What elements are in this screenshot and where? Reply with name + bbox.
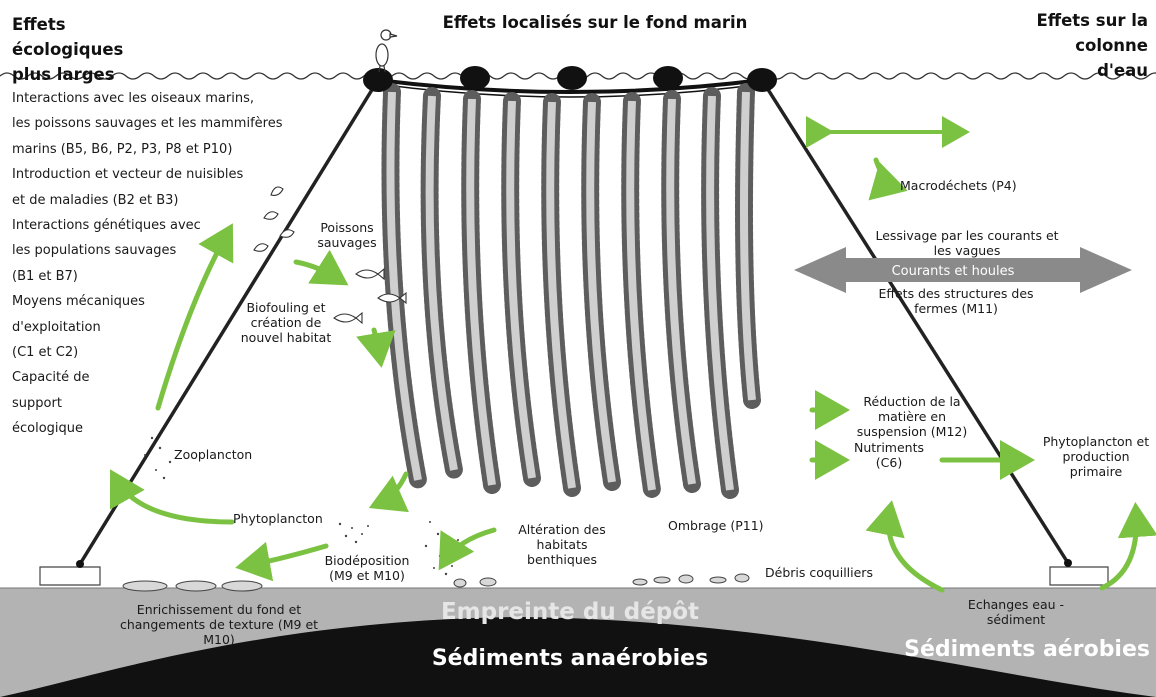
buoy <box>557 66 587 90</box>
arrow-alteration-down <box>444 530 494 562</box>
label-poissons-sauvages: Poissons sauvages <box>312 220 382 250</box>
label-ombrage: Ombrage (P11) <box>668 518 764 533</box>
left-effect-line: les poissons sauvages et les mammifères <box>12 111 283 136</box>
left-effect-line: support <box>12 391 283 416</box>
header-left: Effets écologiques plus larges <box>12 12 152 87</box>
arrow-biofouling-down <box>374 330 380 358</box>
left-effect-line: (B1 et B7) <box>12 264 283 289</box>
header-center: Effets localisés sur le fond marin <box>430 10 760 35</box>
seabird-drawing <box>376 30 397 72</box>
arrow-from-biodeposition <box>245 546 326 566</box>
label-courants: Courants et houles <box>868 264 1038 279</box>
label-enrichissement: Enrichissement du fond et changements de… <box>118 602 320 647</box>
buoy <box>363 68 393 92</box>
anchor-rope-right <box>762 80 1068 563</box>
label-phytoplancton-right: Phytoplancton et production primaire <box>1036 434 1156 479</box>
buoy <box>747 68 777 92</box>
arrow-phyto-to-zoo <box>115 478 232 522</box>
label-sediments-anaerobies: Sédiments anaérobies <box>390 645 750 673</box>
label-nutriments: Nutriments (C6) <box>852 440 926 470</box>
label-effets-structures: Effets des structures des fermes (M11) <box>872 286 1040 316</box>
label-lessivage: Lessivage par les courants et les vagues <box>868 228 1066 258</box>
anchor-left <box>40 567 100 585</box>
label-empreinte: Empreinte du dépôt <box>420 598 720 626</box>
left-effect-line: marins (B5, B6, P2, P3, P8 et P10) <box>12 137 283 162</box>
left-effect-line: Introduction et vecteur de nuisibles <box>12 162 283 187</box>
arrow-to-biodeposition <box>378 474 406 504</box>
buoy <box>653 66 683 90</box>
anchor-right <box>1050 567 1108 585</box>
label-macrodechets: Macrodéchets (P4) <box>900 178 1017 193</box>
label-sediments-aerobies: Sédiments aérobies <box>896 636 1150 664</box>
arrow-echanges-up <box>889 510 942 590</box>
label-zooplancton: Zooplancton <box>174 447 252 462</box>
header-right: Effets sur la colonne d'eau <box>1030 8 1148 83</box>
buoy <box>460 66 490 90</box>
left-effect-line: écologique <box>12 416 283 441</box>
left-effect-line: Interactions avec les oiseaux marins, <box>12 86 283 111</box>
left-effects-list: Interactions avec les oiseaux marins, le… <box>12 86 283 442</box>
label-biodeposition: Biodéposition (M9 et M10) <box>318 553 416 583</box>
left-effect-line: les populations sauvages <box>12 238 283 263</box>
label-alteration: Altération des habitats benthiques <box>508 522 616 567</box>
arrow-macrodechets <box>876 160 898 188</box>
arrow-fish-in <box>296 262 340 280</box>
left-effect-line: Interactions génétiques avec <box>12 213 283 238</box>
label-echanges: Echanges eau - sédiment <box>962 597 1070 627</box>
label-phytoplancton-left: Phytoplancton <box>233 511 323 526</box>
left-effect-line: Capacité de <box>12 365 283 390</box>
left-effect-line: et de maladies (B2 et B3) <box>12 188 283 213</box>
mussel-ropes <box>390 92 752 490</box>
label-biofouling: Biofouling et création de nouvel habitat <box>240 300 332 345</box>
label-reduction: Réduction de la matière en suspension (M… <box>850 394 974 439</box>
label-debris: Débris coquilliers <box>765 565 873 580</box>
